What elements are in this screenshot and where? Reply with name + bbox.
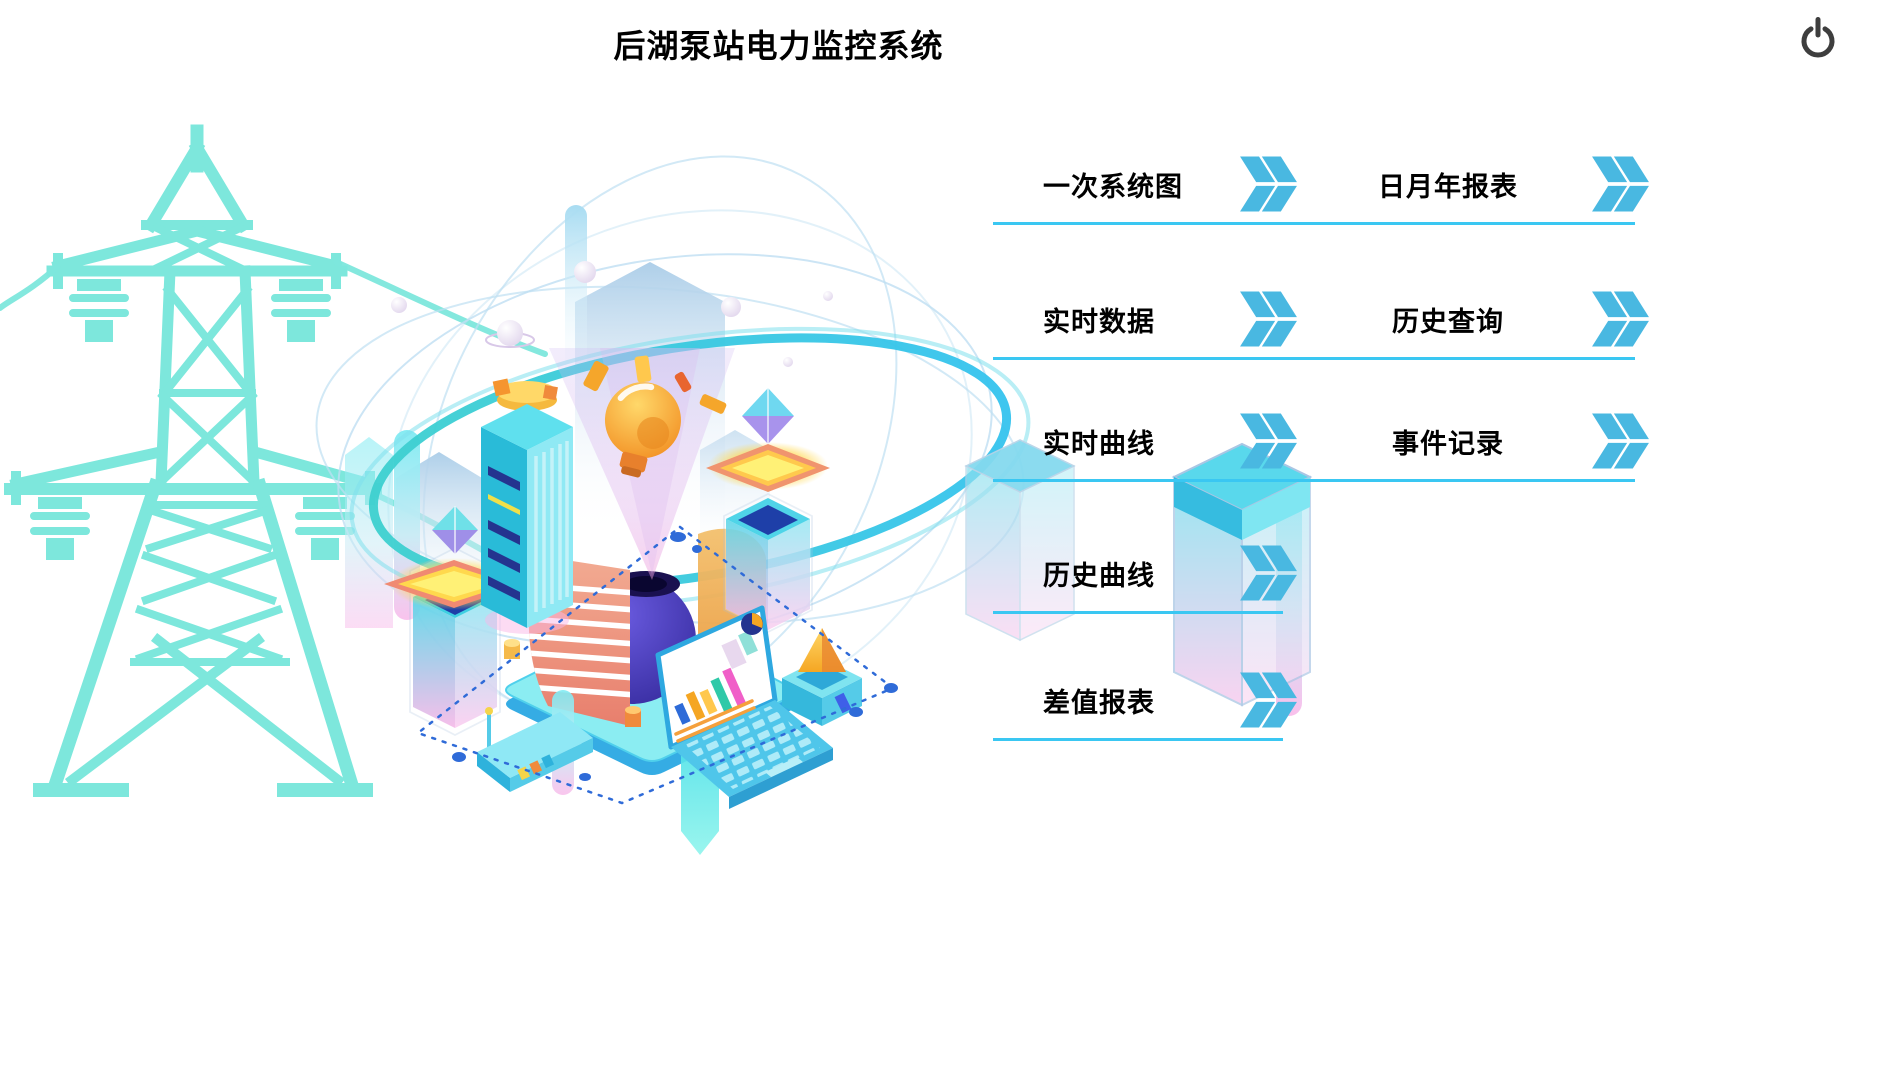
pyramid-monument-illustration	[782, 628, 862, 726]
double-chevron-right-icon	[1238, 156, 1299, 212]
power-icon	[1794, 16, 1842, 64]
menu-item-realtime-data[interactable]: 实时数据	[993, 281, 1297, 360]
menu-item-label: 历史查询	[1392, 306, 1504, 337]
dome-projector-illustration	[504, 348, 795, 855]
double-chevron-right-icon	[1238, 291, 1299, 347]
double-chevron-right-icon	[1238, 672, 1299, 728]
server-tower-illustration	[481, 378, 573, 634]
menu-item-event-record[interactable]: 事件记录	[1283, 403, 1649, 482]
right-crystal-pillar	[706, 388, 830, 634]
header: 后湖泵站电力监控系统	[0, 26, 1557, 66]
double-chevron-right-icon	[1590, 291, 1651, 347]
router-illustration	[477, 707, 593, 792]
double-chevron-right-icon	[1590, 156, 1651, 212]
orbit-pearls	[391, 261, 833, 367]
orbit-rings	[315, 155, 1025, 731]
menu-item-label: 实时数据	[1043, 306, 1155, 337]
menu-item-label: 一次系统图	[1043, 171, 1183, 202]
platform-cylinders	[504, 639, 641, 727]
menu-item-history-curve[interactable]: 历史曲线	[993, 535, 1297, 614]
laptop-illustration	[655, 605, 833, 809]
transmission-tower-illustration	[0, 124, 548, 797]
menu-item-label: 历史曲线	[1043, 560, 1155, 591]
light-bulb-icon	[583, 355, 727, 478]
left-crystal-pillar	[384, 506, 524, 737]
double-chevron-right-icon	[1238, 545, 1299, 601]
menu-item-history-query[interactable]: 历史查询	[1283, 281, 1649, 360]
floating-diamond-icon	[742, 388, 794, 444]
laptop-screen-chart	[674, 613, 763, 743]
menu-item-primary-system-diagram[interactable]: 一次系统图	[993, 146, 1297, 225]
menu-item-label: 日月年报表	[1378, 171, 1518, 202]
menu-item-label: 事件记录	[1392, 428, 1504, 459]
floating-diamond-icon	[432, 506, 478, 554]
double-chevron-right-icon	[1238, 413, 1299, 469]
power-button[interactable]	[1794, 10, 1842, 66]
ground-dashed-path	[415, 525, 898, 805]
menu-item-day-month-year-report[interactable]: 日月年报表	[1283, 146, 1649, 225]
menu-item-realtime-curve[interactable]: 实时曲线	[993, 403, 1297, 482]
energy-ring	[349, 326, 1031, 610]
menu-item-difference-report[interactable]: 差值报表	[993, 662, 1297, 741]
page-title: 后湖泵站电力监控系统	[613, 28, 944, 64]
double-chevron-right-icon	[1590, 413, 1651, 469]
menu-item-label: 实时曲线	[1043, 428, 1155, 459]
menu-item-label: 差值报表	[1043, 687, 1155, 718]
